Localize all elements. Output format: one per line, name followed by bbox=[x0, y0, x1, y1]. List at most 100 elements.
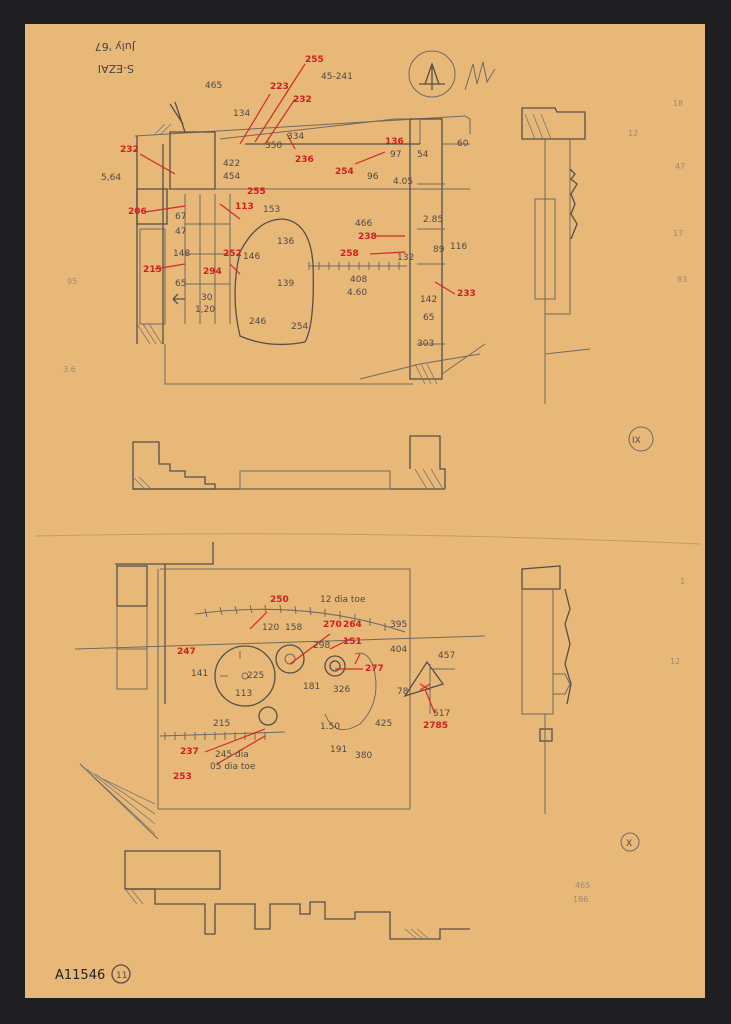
dimension: 404 bbox=[390, 645, 407, 655]
annotation: 255 bbox=[247, 187, 266, 197]
dimension: 465 bbox=[205, 81, 222, 91]
margin-note: 186 bbox=[573, 895, 588, 904]
dimension: 65 bbox=[175, 279, 186, 289]
dimension: 12 dia toe bbox=[320, 595, 366, 605]
catalog-number: A11546 bbox=[55, 968, 105, 983]
dimension: 326 bbox=[333, 685, 350, 695]
annotation: 233 bbox=[457, 289, 476, 299]
annotation: 236 bbox=[295, 155, 314, 165]
plan-marker-ix: IX bbox=[628, 426, 654, 452]
architectural-sketch: July '67 S-EZAI bbox=[34, 40, 701, 984]
lower-plan bbox=[74, 542, 486, 840]
margin-note: 12 bbox=[628, 129, 638, 138]
dimension: 54 bbox=[417, 150, 429, 160]
annotation: 237 bbox=[180, 747, 199, 757]
dimension: 132 bbox=[397, 253, 414, 263]
dimension: 158 bbox=[285, 623, 302, 633]
dimension: 254 bbox=[291, 322, 308, 332]
annotation: 258 bbox=[340, 249, 359, 259]
dimension: 298 bbox=[313, 641, 330, 651]
dimension: 05 dia toe bbox=[210, 762, 256, 772]
annotation: 2785 bbox=[423, 721, 448, 731]
dimension: 517 bbox=[433, 709, 450, 719]
dimension: 47 bbox=[175, 227, 186, 237]
margin-note: 47 bbox=[675, 162, 685, 171]
dimension: 422 bbox=[223, 159, 240, 169]
margin-note: X bbox=[626, 839, 632, 849]
dimension: 181 bbox=[303, 682, 320, 692]
dimension: 65 bbox=[423, 313, 434, 323]
dimension: 97 bbox=[390, 150, 401, 160]
margin-note: 95 bbox=[67, 277, 77, 286]
lower-section-elevation bbox=[124, 850, 470, 940]
upper-section-elevation bbox=[132, 435, 446, 490]
dimension: 30 bbox=[201, 293, 213, 303]
upper-side-section bbox=[521, 107, 591, 404]
upper-red-labels: 232 223 255 232 236 136 254 206 215 238 … bbox=[120, 55, 476, 299]
margin-note: IX bbox=[632, 436, 641, 446]
dimension: 4.60 bbox=[347, 288, 367, 298]
dimension: 380 bbox=[355, 751, 372, 761]
annotation: 238 bbox=[358, 232, 377, 242]
annotation: 252 bbox=[223, 249, 242, 259]
drawing-sheet: July '67 S-EZAI bbox=[25, 24, 705, 998]
dimension: 395 bbox=[390, 620, 407, 630]
margin-note: 17 bbox=[673, 229, 683, 238]
lower-pencil-labels: 12 dia toe 120 158 395 404 457 141 113 2… bbox=[191, 595, 455, 772]
dimension: 89 bbox=[433, 245, 445, 255]
annotation: 247 bbox=[177, 647, 196, 657]
margin-note: 465 bbox=[575, 881, 590, 890]
dimension: 246 bbox=[249, 317, 266, 327]
annotation: 294 bbox=[203, 267, 222, 277]
dimension: 116 bbox=[450, 242, 467, 252]
dimension: 350 bbox=[265, 141, 282, 151]
lower-side-section bbox=[521, 565, 572, 814]
dimension: 153 bbox=[263, 205, 280, 215]
margin-note: 83 bbox=[677, 275, 687, 284]
dimension: 1.50 bbox=[320, 722, 340, 732]
dimension: 136 bbox=[277, 237, 294, 247]
annotation: 264 bbox=[343, 620, 362, 630]
dimension: 141 bbox=[191, 669, 208, 679]
annotation: 113 bbox=[235, 202, 254, 212]
dimension: 454 bbox=[223, 172, 240, 182]
dimension: 466 bbox=[355, 219, 372, 229]
dimension: 215 bbox=[213, 719, 230, 729]
dimension: 425 bbox=[375, 719, 392, 729]
lower-red-labels: 250 247 270 264 151 277 237 253 2785 bbox=[173, 595, 448, 782]
dimension: 303 bbox=[417, 339, 434, 349]
dimension: 225 bbox=[247, 671, 264, 681]
annotation: 254 bbox=[335, 167, 354, 177]
dimension: 45-241 bbox=[321, 72, 353, 82]
annotation: 253 bbox=[173, 772, 192, 782]
annotation: 277 bbox=[365, 664, 384, 674]
dimension: 1,20 bbox=[195, 305, 215, 315]
annotation: 206 bbox=[128, 207, 147, 217]
margin-note: 3.6 bbox=[63, 365, 76, 374]
annotation: 215 bbox=[143, 265, 162, 275]
annotation: 136 bbox=[385, 137, 404, 147]
margin-note: 18 bbox=[673, 99, 683, 108]
annotation: 232 bbox=[293, 95, 312, 105]
dimension: 5,64 bbox=[101, 173, 121, 183]
dimension: 146 bbox=[243, 252, 260, 262]
dimension: 148 bbox=[173, 249, 190, 259]
dimension: 4.05 bbox=[393, 177, 413, 187]
dimension: 60 bbox=[457, 139, 469, 149]
dimension: 78 bbox=[397, 687, 409, 697]
dimension: 457 bbox=[438, 651, 455, 661]
dimension: 113 bbox=[235, 689, 252, 699]
margin-note: 1 bbox=[680, 577, 685, 586]
margin-note: 12 bbox=[670, 657, 680, 666]
dimension: 408 bbox=[350, 275, 367, 285]
dimension: 96 bbox=[367, 172, 379, 182]
dimension: 245 dia bbox=[215, 750, 249, 760]
annotation: 223 bbox=[270, 82, 289, 92]
site-code-note: S-EZAI bbox=[98, 62, 134, 75]
upper-plan bbox=[134, 63, 486, 385]
dimension: 134 bbox=[233, 109, 250, 119]
dimension: 334 bbox=[287, 132, 304, 142]
annotation: 151 bbox=[343, 637, 362, 647]
north-arrow-icon bbox=[408, 50, 496, 98]
annotation: 232 bbox=[120, 145, 139, 155]
